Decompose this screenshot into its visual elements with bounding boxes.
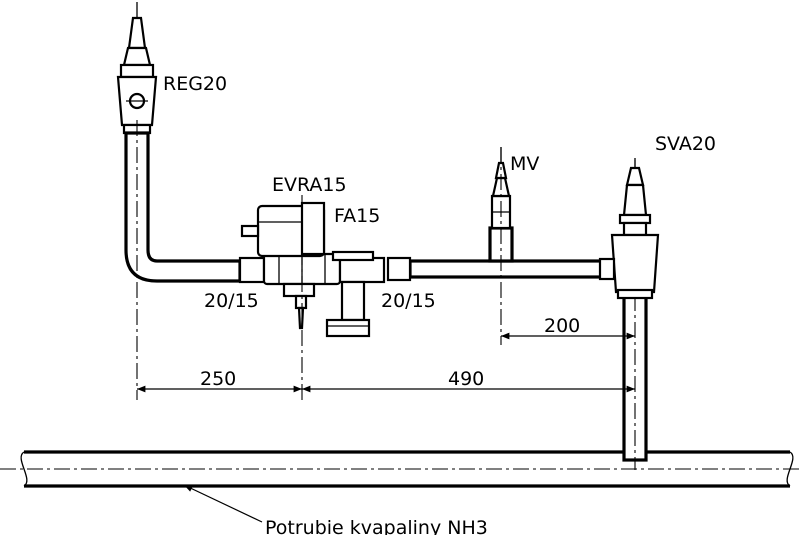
sva20-valve [610,158,660,300]
size-label-right: 20/15 [381,290,436,312]
dimension-200-label: 200 [544,315,580,337]
fa15-filter [325,250,386,338]
reg20-valve [116,2,158,135]
main-pipe-label: Potrubie kvapaliny NH3 [265,517,488,535]
dimension-250-label: 250 [200,368,236,390]
evra15-label: EVRA15 [272,174,347,196]
evra15-valve [240,195,342,400]
main-pipe [0,450,800,488]
main-pipe-leader [183,484,263,523]
mv-label: MV [510,153,539,175]
horizontal-pipe-right [386,256,616,282]
dimension-lines [137,332,635,393]
mv-valve [488,147,514,345]
fa15-label: FA15 [334,205,380,227]
dimension-490-label: 490 [448,368,484,390]
size-label-left: 20/15 [204,290,259,312]
sva20-label: SVA20 [655,133,716,155]
reg-pipe-bend [124,120,266,400]
reg20-label: REG20 [163,73,227,95]
